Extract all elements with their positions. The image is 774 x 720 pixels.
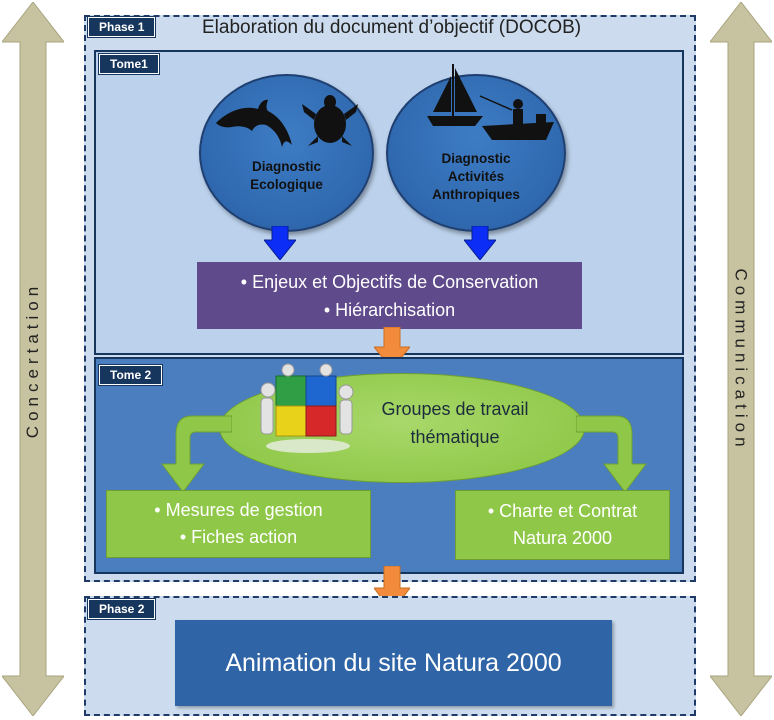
ecological-diagnostic-label: Diagnostic Ecologique xyxy=(250,159,323,192)
conservation-objectives-box: • Enjeux et Objectifs de Conservation • … xyxy=(197,262,582,329)
tome1-tab: Tome1 xyxy=(98,53,160,75)
green-curved-arrow-left xyxy=(161,415,232,492)
working-groups-label: Groupes de travail thématique xyxy=(381,399,529,447)
tome2-tab: Tome 2 xyxy=(97,364,164,386)
turtle-icon xyxy=(302,95,358,146)
phase2-tab: Phase 2 xyxy=(86,598,157,620)
communication-label: Communication xyxy=(732,268,752,452)
charter-contract-box: • Charte et Contrat Natura 2000 xyxy=(455,490,670,560)
puzzle-people-icon xyxy=(260,363,354,453)
dolphin-icon xyxy=(216,99,292,147)
communication-double-arrow xyxy=(710,2,772,716)
site-animation-box: Animation du site Natura 2000 xyxy=(175,620,612,706)
blue-arrow-left xyxy=(264,226,296,260)
sailboat-icon xyxy=(427,64,483,126)
green-curved-arrow-right xyxy=(576,415,647,492)
anthropic-activities-label: Diagnostic Activités Anthropiques xyxy=(432,151,520,202)
ecological-diagnostic-circle xyxy=(199,74,374,232)
concertation-label: Concertation xyxy=(23,281,43,439)
blue-arrow-right xyxy=(464,226,496,260)
phase1-title: Elaboration du document d’objectif (DOCO… xyxy=(202,17,582,38)
fishing-boat-icon xyxy=(479,95,554,140)
concertation-double-arrow xyxy=(2,2,64,716)
phase1-tab: Phase 1 xyxy=(86,16,157,38)
management-measures-box: • Mesures de gestion • Fiches action xyxy=(106,490,371,558)
anthropic-activities-circle xyxy=(386,74,566,232)
